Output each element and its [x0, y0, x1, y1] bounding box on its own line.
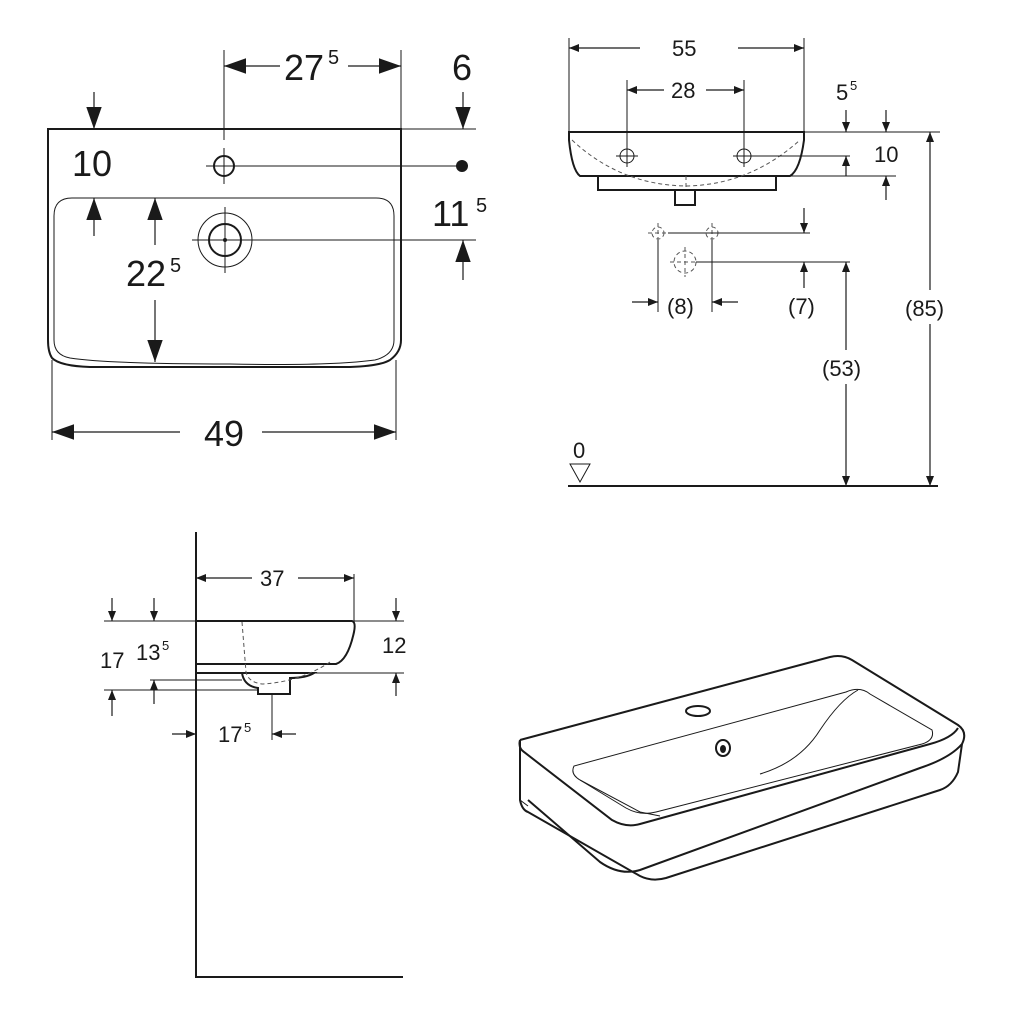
floor-level-marker-icon — [569, 463, 591, 484]
dim-waste-offset-sup: 5 — [244, 720, 251, 735]
dim-waste-offset: 17 — [218, 722, 242, 747]
dim-tap-from-back: 10 — [72, 143, 112, 184]
front-view-basin — [568, 131, 805, 177]
reference-dot-icon — [456, 160, 468, 172]
side-view: 37 17 13 5 12 17 5 — [100, 532, 406, 978]
dim-holes-spacing: 28 — [671, 78, 695, 103]
perspective-bowl — [572, 688, 933, 814]
dim-overflow: 11 — [432, 193, 469, 234]
dim-height-inner: 13 — [136, 640, 160, 665]
perspective-overflow-icon — [715, 739, 731, 757]
dim-bowl-depth: 22 — [126, 253, 166, 294]
wall-line — [195, 532, 403, 978]
floor-level: 0 — [573, 438, 585, 463]
dim-supply-spacing: (8) — [667, 294, 694, 319]
dim-tap-offset: 27 — [284, 47, 324, 88]
top-view: 27 5 6 10 11 5 22 5 49 — [47, 47, 487, 454]
supply-connector-left-icon — [648, 223, 668, 243]
front-view: 55 28 5 5 10 (7) (8) (53) (85) 0 — [568, 36, 944, 487]
dim-overflow-sup: 5 — [476, 195, 487, 217]
perspective-view — [518, 655, 966, 881]
perspective-rim — [519, 655, 966, 873]
dim-total-height: (85) — [905, 296, 944, 321]
dim-bowl-depth-sup: 5 — [170, 255, 181, 277]
side-view-basin — [196, 620, 356, 665]
perspective-tap-hole-icon — [685, 705, 711, 717]
dim-top-offset: 5 — [836, 80, 848, 105]
dim-tap-offset-sup: 5 — [328, 47, 339, 69]
dim-side-depth: 37 — [260, 566, 284, 591]
dim-waste-height: (53) — [822, 356, 861, 381]
dim-front-width: 55 — [672, 36, 696, 61]
top-view-bowl — [53, 197, 395, 365]
waste-connector-icon — [670, 247, 700, 277]
dim-height-inner-sup: 5 — [162, 638, 169, 653]
dim-height-total: 17 — [100, 648, 124, 673]
dim-rim-thickness: 12 — [382, 633, 406, 658]
dim-top-offset-sup: 5 — [850, 78, 857, 93]
dim-rim-right: 6 — [452, 47, 472, 88]
dim-rim-height: 10 — [874, 142, 898, 167]
dim-supply-drop: (7) — [788, 294, 815, 319]
top-view-basin-outline — [47, 128, 402, 368]
dim-width: 49 — [204, 413, 244, 454]
